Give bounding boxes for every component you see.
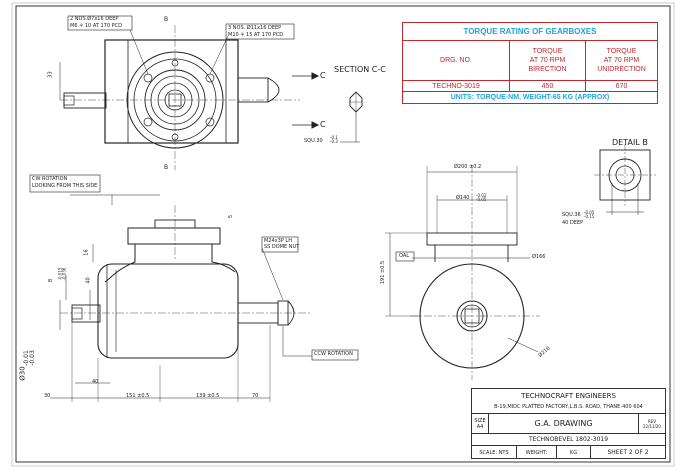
dim-8: 8 bbox=[48, 278, 55, 283]
cell-drg-no: TECHNO-3019 bbox=[432, 82, 480, 90]
dim-30-dia: Ø30 bbox=[18, 366, 27, 381]
cw-note-2: LOOKING FROM THIS SIDE bbox=[32, 183, 98, 189]
sheet-outer-border bbox=[11, 2, 675, 467]
weight-unit-cell: KG bbox=[556, 446, 590, 459]
nut-note-2: SS DOME NUT bbox=[264, 244, 300, 250]
side-view bbox=[385, 165, 540, 380]
detail-label: DETAIL B bbox=[612, 138, 648, 147]
header-drg: DRG. NO. bbox=[440, 57, 472, 64]
note-holes-top-1: 2 NOS.Ø7x16 DEEP bbox=[70, 16, 119, 22]
dim-200: Ø200 ±0.2 bbox=[454, 164, 482, 170]
detail-square: SQU.36 bbox=[562, 212, 581, 218]
sheet-cell: SHEET 2 OF 2 bbox=[590, 446, 665, 459]
header-uni: TORQUE AT 70 RPM UNIDRECTION bbox=[585, 41, 657, 80]
scale-cell: SCALE: NTS bbox=[479, 449, 509, 456]
header-bi: TORQUE AT 70 RPM BIRECTION bbox=[509, 41, 585, 80]
label-b-bottom: B bbox=[164, 164, 169, 171]
weight-cell: WEIGHT: bbox=[516, 446, 556, 459]
oal-box bbox=[395, 251, 415, 262]
size-cell: SIZE A4 bbox=[474, 417, 486, 430]
dim-139: 139 ±0.5 bbox=[196, 393, 220, 399]
note-box-right bbox=[225, 23, 295, 40]
dim-40-vert: 40 bbox=[85, 277, 92, 284]
square-tol: -0.1-0.3 bbox=[330, 135, 338, 144]
top-view bbox=[59, 25, 320, 170]
dim-151: 151 ±0.5 bbox=[126, 393, 150, 399]
company-address: B-19,MIDC PLATTED FACTORY,L.B.S. ROAD, T… bbox=[494, 403, 643, 410]
dim-140: Ø140 bbox=[456, 195, 470, 201]
ccw-note: CCW ROTATION bbox=[314, 351, 353, 357]
detail-square-tol: -0.05-0.15 bbox=[584, 210, 595, 219]
note-holes-right-2: M10 ∓ 15 AT 170 PCD bbox=[228, 32, 284, 38]
note-box-top bbox=[67, 15, 133, 31]
dim-166: Ø166 bbox=[532, 254, 546, 260]
torque-table-title: TORQUE RATING OF GEARBOXES bbox=[463, 27, 597, 36]
detail-deep: 40 DEEP bbox=[562, 220, 584, 226]
nut-note-1: M24x3P LH bbox=[264, 238, 292, 244]
section-view bbox=[340, 91, 363, 143]
company-name: TECHNOCRAFT ENGINEERS bbox=[521, 391, 616, 400]
cw-box bbox=[29, 174, 101, 193]
nut-box bbox=[261, 236, 299, 253]
oal-note: OAL bbox=[399, 253, 410, 259]
detail-view bbox=[594, 144, 656, 215]
section-arrow-label-1: C bbox=[320, 71, 326, 80]
title-block: TECHNOCRAFT ENGINEERS B-19,MIDC PLATTED … bbox=[471, 388, 666, 459]
dim-30: 30 bbox=[44, 393, 51, 399]
cell-bi: 450 bbox=[509, 81, 585, 91]
torque-table: TORQUE RATING OF GEARBOXES DRG. NO. TORQ… bbox=[402, 22, 658, 104]
dim-191: 191 ±0.5 bbox=[380, 260, 387, 285]
square-dim: SQU.30 bbox=[304, 138, 323, 144]
section-arrow-label-2: C bbox=[320, 120, 326, 129]
dim-70: 70 bbox=[252, 393, 259, 399]
dim-33: 33 bbox=[47, 71, 54, 78]
section-label: SECTION C-C bbox=[334, 65, 386, 74]
sheet-border bbox=[15, 5, 671, 463]
product-name: TECHNOBEVEL 1802-3019 bbox=[528, 436, 609, 443]
rev-cell: REV 22/11/20 bbox=[638, 414, 665, 433]
label-b-top: B bbox=[164, 16, 169, 23]
dim-5: 5 bbox=[228, 214, 235, 219]
dim-40: 40 bbox=[92, 379, 99, 385]
drawing-title: G.A. DRAWING bbox=[488, 414, 638, 433]
cell-uni: 670 bbox=[585, 81, 657, 91]
note-holes-top-2: M6 ∓ 10 AT 170 PCD bbox=[70, 23, 122, 29]
ccw-box bbox=[311, 349, 359, 361]
dim-16: 16 bbox=[83, 249, 90, 256]
cw-note-1: CW ROTATION bbox=[32, 176, 68, 182]
torque-units: UNITS: TORQUE-NM, WEIGHT-65 KG (APPROX) bbox=[450, 94, 610, 101]
dim-30-tol: -0.01-0.03 bbox=[22, 350, 36, 366]
dim-8-tol: -0.015-0.036 bbox=[57, 267, 67, 281]
note-holes-right-1: 3 NOS. Ø11x16 DEEP bbox=[228, 25, 282, 31]
dim-140-tol: -0.02-0.05 bbox=[476, 193, 487, 202]
front-view bbox=[50, 194, 312, 402]
